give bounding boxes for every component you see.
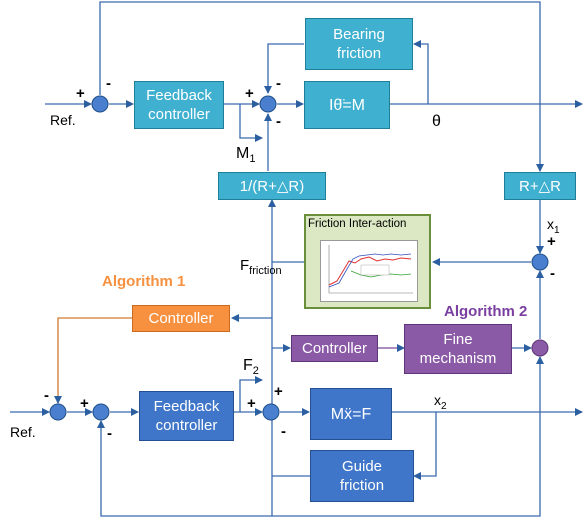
friction-bus xyxy=(271,261,304,516)
sum-junction-bottom-3 xyxy=(262,403,280,421)
sign-plus: + xyxy=(80,395,89,412)
sign-minus: - xyxy=(281,423,286,440)
inverse-radius-block[interactable]: 1/(R+△R) xyxy=(218,172,326,200)
friction-interaction-plot-thumbnail xyxy=(320,240,418,302)
ref-top-label: Ref. xyxy=(50,112,76,128)
controller-algorithm2-label: Controller xyxy=(301,340,368,357)
friction-interaction-title: Friction Inter-action xyxy=(308,218,407,230)
f2-tap xyxy=(239,376,263,412)
algorithm1-wire xyxy=(54,317,132,404)
m1-base: M xyxy=(236,145,250,162)
bearing-friction-input xyxy=(413,40,429,104)
sign-minus: - xyxy=(276,75,281,92)
m1-label: M1 xyxy=(236,146,255,167)
sum-junction-purple xyxy=(531,339,549,357)
sign-minus: - xyxy=(550,265,555,282)
sign-plus: + xyxy=(247,395,256,412)
f2-sub: 2 xyxy=(252,365,259,378)
sum-junction-bottom-2 xyxy=(92,403,110,421)
sign-plus: + xyxy=(547,233,556,250)
guide-friction-block[interactable]: Guide friction xyxy=(310,450,414,502)
friction-plot-graphic xyxy=(328,245,413,294)
plant-rotational-equation: Iθ̈=M xyxy=(328,96,365,114)
friction-interaction-block[interactable]: Friction Inter-action xyxy=(304,214,431,309)
f-friction-base: F xyxy=(240,257,250,274)
bearing-friction-label-1: Bearing xyxy=(333,26,385,43)
sign-plus: + xyxy=(76,85,85,102)
controller-algorithm1-label: Controller xyxy=(148,310,214,327)
plant-rotational-block[interactable]: Iθ̈=M xyxy=(304,81,390,129)
guide-friction-label-1: Guide xyxy=(341,458,383,475)
radius-label: R+△R xyxy=(519,177,561,195)
top-feedback-wire xyxy=(99,1,544,172)
sign-minus: - xyxy=(106,75,111,92)
feedback-controller-top-label-2: controller xyxy=(148,106,210,123)
algorithm2-label: Algorithm 2 xyxy=(444,303,528,320)
feedback-controller-bottom-label-2: controller xyxy=(155,417,218,434)
f-friction-sub: friction xyxy=(249,265,282,277)
inverse-radius-label: 1/(R+△R) xyxy=(239,177,305,195)
plant-linear-equation: Mẍ=F xyxy=(330,405,372,423)
feedback-controller-bottom-label-1: Feedback xyxy=(153,398,220,415)
bearing-friction-label-2: friction xyxy=(336,45,382,62)
sum-junction-x1 xyxy=(531,253,549,271)
sign-minus: - xyxy=(44,387,49,404)
algorithm1-label: Algorithm 1 xyxy=(102,273,186,290)
f-friction-label: Ffriction xyxy=(240,258,282,279)
bearing-friction-block[interactable]: Bearing friction xyxy=(305,18,413,70)
m1-tap xyxy=(239,104,263,142)
sum-junction-top-2 xyxy=(259,95,277,113)
fine-mechanism-label-2: mechanism xyxy=(419,350,497,367)
bottom-feedback-wire xyxy=(97,412,541,517)
guide-friction-label-2: friction xyxy=(339,477,385,494)
x1-base: x xyxy=(547,216,554,232)
controller-algorithm2-block[interactable]: Controller xyxy=(291,335,378,362)
sign-plus: + xyxy=(245,85,254,102)
guide-friction-input xyxy=(413,412,437,480)
sign-plus: + xyxy=(274,383,283,400)
ref-bottom-label: Ref. xyxy=(10,424,36,440)
theta-label: θ xyxy=(432,113,441,130)
x2-sub: 2 xyxy=(441,400,447,412)
feedback-controller-top-label-1: Feedback xyxy=(146,87,212,104)
f2-label: F2 xyxy=(243,358,259,379)
controller-algorithm1-block[interactable]: Controller xyxy=(132,305,230,332)
x2-base: x xyxy=(434,392,441,408)
x1-sub: 1 xyxy=(554,224,560,236)
f2-base: F xyxy=(243,357,253,374)
fine-mechanism-block[interactable]: Fine mechanism xyxy=(404,324,512,374)
sum-junction-bottom-1 xyxy=(49,403,67,421)
m1-sub: 1 xyxy=(249,153,256,166)
sum-junction-top-1 xyxy=(91,95,109,113)
x1-label: x1 xyxy=(547,216,560,239)
bearing-friction-output xyxy=(264,43,304,94)
x2-label: x2 xyxy=(434,392,447,415)
fine-mechanism-label-1: Fine xyxy=(443,331,473,348)
feedback-controller-bottom-block[interactable]: Feedback controller xyxy=(139,391,234,441)
plant-linear-block[interactable]: Mẍ=F xyxy=(310,388,392,440)
sign-minus: - xyxy=(276,113,281,130)
radius-block[interactable]: R+△R xyxy=(504,172,576,200)
sign-minus: - xyxy=(107,425,112,442)
feedback-controller-top-block[interactable]: Feedback controller xyxy=(134,81,224,129)
